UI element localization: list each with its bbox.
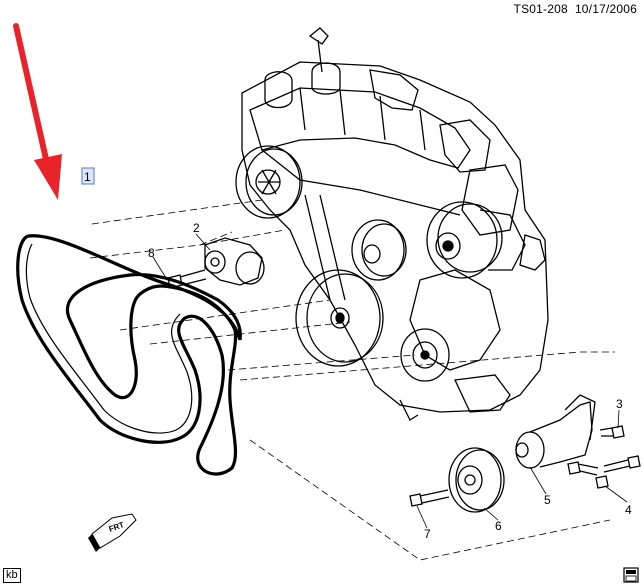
bolt-7	[409, 489, 450, 507]
drive-belt	[16, 234, 242, 476]
callout-box-1[interactable]	[81, 167, 95, 185]
callout-4[interactable]: 4	[625, 503, 632, 517]
power-steering-pulley	[235, 145, 303, 219]
callout-7[interactable]: 7	[424, 527, 431, 541]
callout-labels: 1 2 8 3 4 5 6 7	[81, 167, 632, 541]
diagram-header: TS01-208 10/17/2006	[514, 2, 637, 16]
callout-3[interactable]: 3	[616, 397, 623, 411]
printer-icon[interactable]	[623, 567, 639, 583]
bolt-4	[567, 455, 641, 489]
red-arrow-icon	[13, 23, 62, 200]
callout-2[interactable]: 2	[193, 221, 200, 235]
crankshaft-pulley	[295, 269, 384, 367]
footer-tag: kb	[3, 568, 21, 583]
callout-5[interactable]: 5	[544, 493, 551, 507]
callout-8[interactable]: 8	[148, 246, 155, 260]
bolt-3	[599, 425, 625, 439]
belt-tensioner	[204, 237, 265, 286]
generator	[426, 201, 526, 279]
water-pump-pulley	[351, 219, 407, 281]
doc-id: TS01-208	[513, 2, 568, 16]
callout-1[interactable]: 1	[84, 170, 91, 184]
callout-6[interactable]: 6	[495, 519, 502, 533]
idler-bracket	[515, 394, 596, 469]
callout-leaders	[152, 233, 628, 529]
idler-pulley	[448, 447, 505, 513]
engine-block	[241, 27, 549, 421]
bolt-8	[167, 269, 207, 289]
front-arrow-icon: FRT	[88, 513, 137, 552]
ac-compressor-pulley	[400, 328, 450, 382]
doc-date: 10/17/2006	[574, 2, 637, 16]
leader-lines	[89, 199, 615, 561]
